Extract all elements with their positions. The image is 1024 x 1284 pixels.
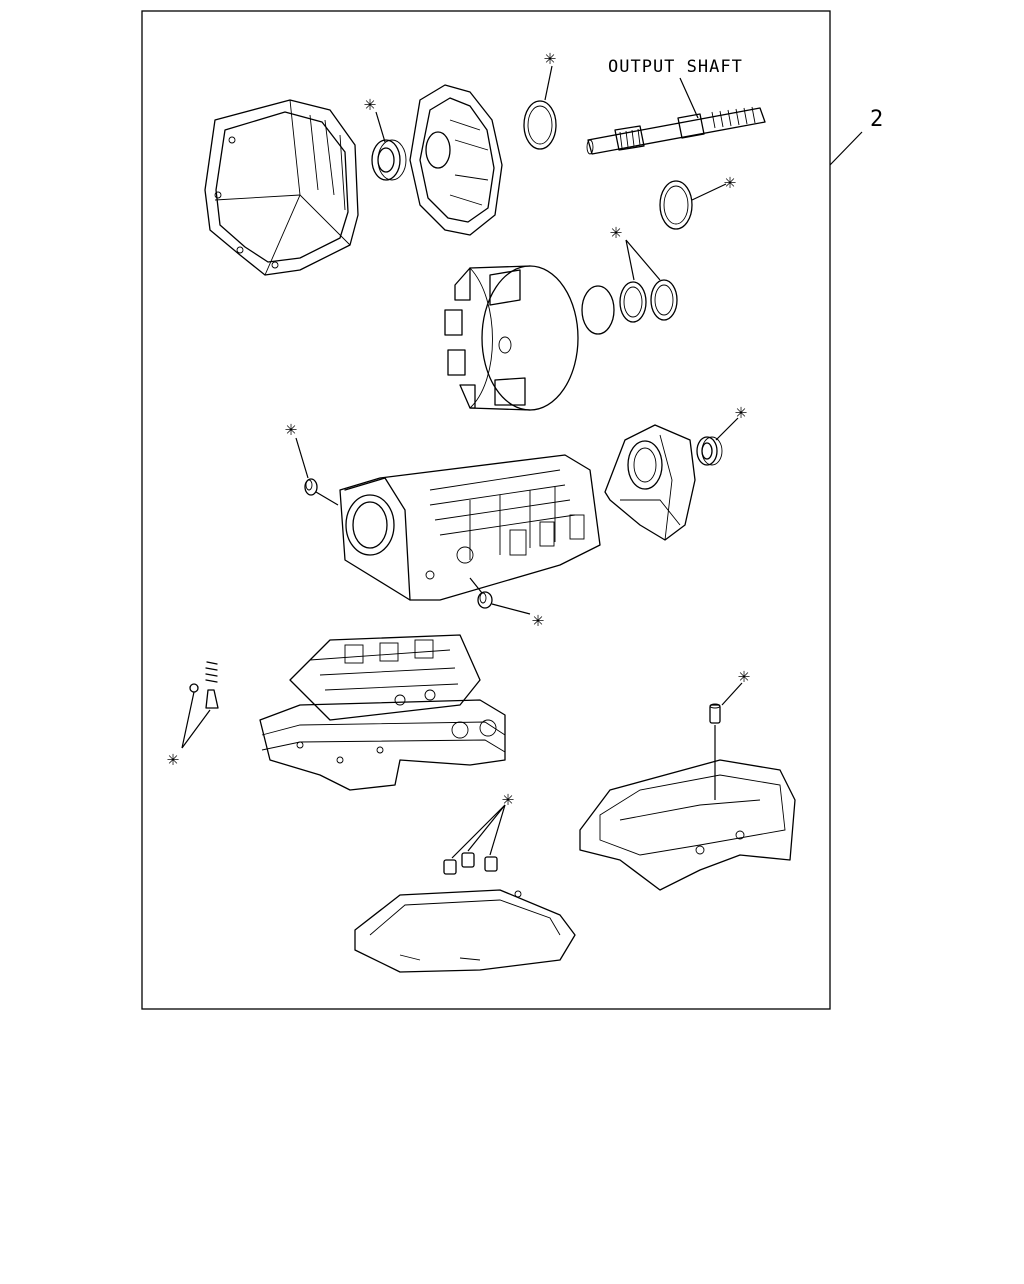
leader-line: [469, 577, 483, 594]
leader-line: [467, 804, 506, 852]
leader-line: [451, 804, 506, 859]
extension-housing: [604, 424, 696, 541]
leader-line: [721, 682, 743, 706]
callout-2-leader: [829, 131, 863, 166]
snap-ring-top: [523, 100, 557, 150]
extension-housing-seal: [696, 436, 723, 466]
lower-valve-body: [579, 759, 796, 891]
output-shaft-label: OUTPUT SHAFT: [608, 57, 743, 77]
leader-line: [491, 603, 531, 615]
accumulator-piston-single: [709, 703, 721, 724]
upper-valve-body: [289, 634, 481, 721]
snap-ring-right: [659, 180, 693, 230]
asterisk-marker: ✳: [364, 91, 376, 115]
asterisk-marker: ✳: [738, 663, 750, 687]
transmission-case: [339, 454, 601, 601]
diagram-frame: [141, 10, 831, 1010]
asterisk-marker: ✳: [167, 746, 179, 770]
output-shaft-leader: [679, 77, 699, 119]
asterisk-marker: ✳: [544, 45, 556, 69]
converter-housing: [204, 99, 359, 276]
snap-rings-group: [581, 279, 678, 335]
case-plug-bottom: [477, 591, 493, 609]
oil-pan-plate: [354, 889, 576, 973]
asterisk-marker: ✳: [610, 219, 622, 243]
asterisk-marker: ✳: [532, 607, 544, 631]
leader-line: [691, 183, 727, 201]
leader-line: [375, 111, 386, 143]
leader-line: [489, 804, 506, 856]
output-shaft: [586, 106, 766, 155]
leader-line: [625, 239, 635, 281]
asterisk-marker: ✳: [502, 786, 514, 810]
leader-line: [715, 417, 739, 441]
leader-line: [315, 491, 339, 506]
asterisk-marker: ✳: [285, 416, 297, 440]
leader-line: [544, 65, 553, 101]
callout-number: 2: [870, 107, 883, 132]
asterisk-marker: ✳: [724, 169, 736, 193]
pump-oil-seal: [371, 139, 407, 181]
check-ball-and-spring: [189, 661, 219, 709]
leader-line: [625, 239, 661, 281]
leader-line: [295, 437, 309, 479]
leader-line: [181, 691, 195, 749]
asterisk-marker: ✳: [735, 399, 747, 423]
leader-line: [181, 709, 211, 749]
oil-pump-body: [409, 84, 503, 236]
accumulator-pistons-three: [443, 852, 498, 875]
separator-plate-gaskets: [259, 699, 506, 791]
case-plug-left: [304, 478, 318, 496]
clutch-drum: [444, 265, 579, 411]
